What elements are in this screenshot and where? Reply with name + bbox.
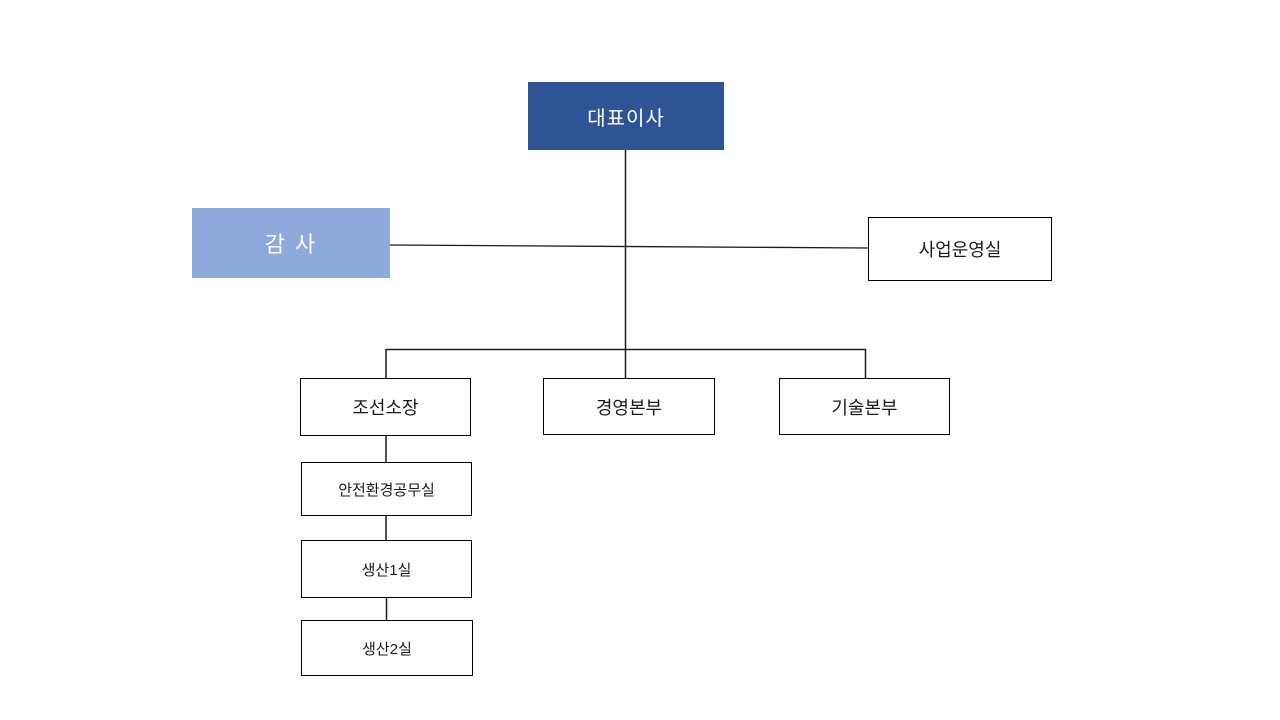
org-node-management-hq: 경영본부 [543,378,715,435]
org-node-production-office-2: 생산2실 [301,620,473,676]
org-node-shipyard-director: 조선소장 [300,378,471,436]
org-node-technology-hq: 기술본부 [779,378,950,435]
org-node-business-operations: 사업운영실 [868,217,1052,281]
org-node-ceo: 대표이사 [528,82,724,150]
org-node-safety-environment-engineering: 안전환경공무실 [301,462,472,516]
org-node-production-office-1: 생산1실 [301,540,472,598]
org-node-auditor: 감 사 [192,208,390,278]
connector-auditor-bizops [389,244,869,249]
